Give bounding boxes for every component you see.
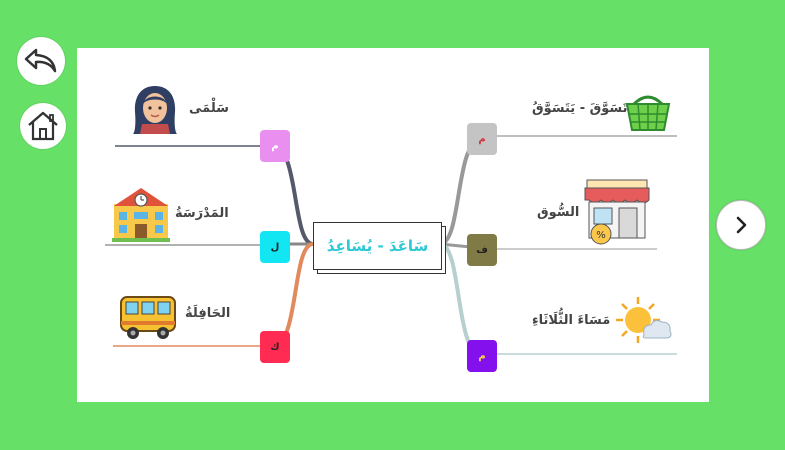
branch-label-bus: الحَافِلَةُ	[185, 306, 231, 321]
branch-badge-bus: ك	[260, 331, 290, 363]
girl-hijab-icon	[133, 86, 177, 134]
back-arrow-icon	[24, 48, 57, 73]
branch-badge-school: ل	[260, 231, 290, 263]
branch-label-market: السُّوق	[537, 205, 580, 220]
branch-label-salma: سَلْمَى	[189, 101, 229, 116]
shopping-basket-icon	[625, 95, 671, 131]
branch-badge-salma: م	[260, 130, 290, 162]
svg-text:%: %	[596, 230, 606, 241]
connector-right-1	[439, 138, 482, 246]
home-icon	[28, 111, 58, 141]
market-shop-icon: %	[584, 179, 650, 245]
bus-icon	[120, 296, 176, 339]
home-button[interactable]	[20, 103, 66, 149]
center-node: سَاعَدَ - يُسَاعِدُ	[313, 222, 442, 270]
back-button[interactable]	[17, 37, 65, 85]
branch-label-school: المَدْرَسَةُ	[175, 206, 229, 221]
branch-badge-market: ف	[467, 234, 497, 266]
branch-label-shopping: تَسَوَّقَ - يَتَسَوَّقُ	[532, 101, 628, 116]
branch-badge-shopping: م	[467, 123, 497, 155]
chevron-right-icon	[736, 216, 747, 234]
sun-cloud-icon	[616, 297, 672, 343]
next-button[interactable]	[716, 200, 766, 250]
mind-map-card: سَلْمَى م المَدْرَسَةُ ل الحَافِلَةُ ك	[77, 48, 709, 402]
branch-badge-evening: م	[467, 340, 497, 372]
center-node-text: سَاعَدَ - يُسَاعِدُ	[326, 237, 429, 255]
branch-label-evening: مَسَاءَ الثُّلَاثَاءِ	[532, 313, 611, 328]
school-building-icon	[112, 188, 170, 242]
